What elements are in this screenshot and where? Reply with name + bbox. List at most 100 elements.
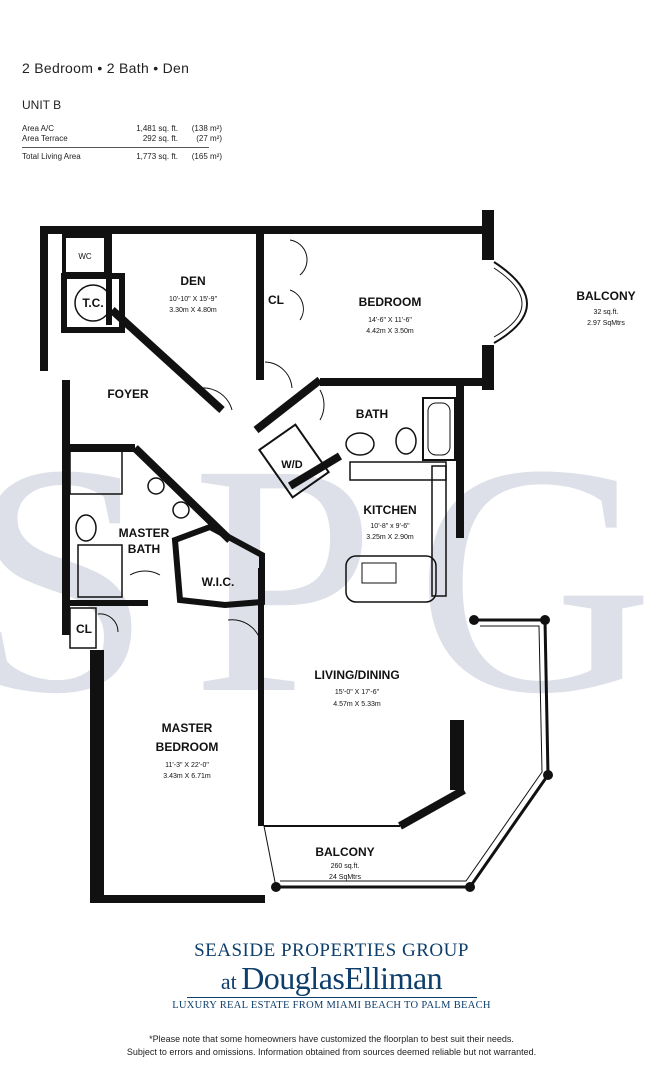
brand-tagline: LUXURY REAL ESTATE FROM MIAMI BEACH TO P… [172, 1000, 491, 1011]
area-sqft: 1,481 sq. ft. [136, 124, 178, 133]
label-master-closet: CL [76, 622, 92, 636]
small-rooms [61, 234, 456, 649]
bay-inner [493, 267, 523, 338]
kitchen-dim-imperial: 10'-8" x 9'-6" [370, 523, 410, 530]
balcony-large-sqft: 260 sq.ft. [331, 863, 360, 870]
master-bedroom-dim-metric: 3.43m X 6.71m [163, 773, 211, 780]
area-divider [22, 147, 209, 148]
area-row-ac: Area A/C 1,481 sq. ft. (138 m²) [22, 124, 282, 134]
brand-company: DouglasElliman [241, 960, 443, 996]
master-bath-sink-1 [147, 477, 165, 495]
wall-den-diagonal [109, 307, 225, 413]
area-metric: (138 m²) [191, 124, 222, 133]
wall-bedroom-right-top [482, 210, 494, 260]
room-labels: WC T.C. DEN 10'-10" X 15'-9" 3.30m X 4.8… [76, 252, 636, 881]
label-master-bedroom-1: MASTER [162, 721, 213, 735]
walls [40, 210, 494, 903]
area-row-total: Total Living Area 1,773 sq. ft. (165 m²) [22, 152, 282, 162]
label-master-bath-2: BATH [128, 542, 160, 556]
unit-label: UNIT B [22, 98, 62, 112]
balcony-posts [271, 615, 553, 892]
door-swings [97, 239, 325, 651]
living-dim-metric: 4.57m X 5.33m [333, 701, 381, 708]
master-bath-shower [77, 544, 123, 598]
balcony-left-edge [263, 825, 277, 888]
wall-bottom [90, 895, 265, 903]
small-balcony [493, 261, 528, 344]
wall-bedroom-bottom [320, 378, 488, 386]
unit-title: 2 Bedroom • 2 Bath • Den [22, 60, 190, 76]
wall-living-right [450, 720, 464, 790]
door-den [199, 387, 233, 411]
label-foyer: FOYER [107, 387, 149, 401]
door-bedroom-closet [289, 239, 308, 321]
disclaimer: *Please note that some homeowners have c… [0, 1033, 663, 1059]
bath-tub [422, 397, 456, 461]
wall-den-bedroom [256, 230, 264, 380]
area-metric: (165 m²) [191, 152, 222, 161]
balcony-large-sqm: 24 SqMtrs [329, 874, 361, 881]
bedroom-dim-metric: 4.42m X 3.50m [366, 328, 414, 335]
door-bedroom [264, 361, 293, 389]
label-den: DEN [180, 274, 205, 288]
wall-left-upper [40, 226, 48, 371]
area-sqft: 1,773 sq. ft. [136, 152, 178, 161]
kitchen-sink [361, 562, 397, 584]
unit-header: 2 Bedroom • 2 Bath • Den UNIT B Area A/C… [22, 60, 282, 162]
brand-at: at [220, 969, 237, 994]
wall-kitchen-diagonal [287, 452, 343, 490]
master-closet [69, 607, 97, 649]
post [271, 882, 281, 892]
disclaimer-line-2: Subject to errors and omissions. Informa… [126, 1047, 537, 1057]
bath-toilet [395, 427, 417, 455]
label-tc: T.C. [82, 296, 103, 310]
label-bath: BATH [356, 407, 388, 421]
bay-outer [493, 261, 528, 344]
tc-circle [74, 284, 112, 322]
floor-plan: WC T.C. DEN 10'-10" X 15'-9" 3.30m X 4.8… [40, 210, 636, 903]
master-bedroom-dim-imperial: 11'-3" X 22'-0" [165, 762, 209, 769]
bedroom-dim-imperial: 14'-6" X 11'-6" [368, 317, 412, 324]
balcony-small-sqft: 32 sq.ft. [594, 309, 619, 316]
label-living: LIVING/DINING [314, 668, 399, 682]
master-bath-toilet [75, 514, 97, 542]
wall-left-middle [62, 380, 70, 635]
tc-box [61, 273, 125, 333]
label-master-bath-1: MASTER [119, 526, 170, 540]
master-bath-tub [69, 449, 123, 495]
living-dim-imperial: 15'-0" X 17'-6" [335, 689, 380, 696]
den-dim-imperial: 10'-10" X 15'-9" [169, 296, 218, 303]
brand-company-line: at DouglasElliman [0, 960, 663, 997]
label-wc: WC [78, 252, 92, 261]
label-wic: W.I.C. [202, 575, 235, 589]
label-bedroom-closet: CL [268, 293, 284, 307]
area-label: Total Living Area [22, 152, 81, 161]
wall-bath-diagonal [253, 376, 323, 434]
wall-bath-right [456, 378, 464, 538]
disclaimer-line-1: *Please note that some homeowners have c… [149, 1034, 514, 1044]
den-dim-metric: 3.30m X 4.80m [169, 307, 217, 314]
label-wd: W/D [281, 459, 302, 471]
master-bath-sink-2 [172, 501, 190, 519]
wd-box [257, 423, 331, 499]
balcony-small-sqm: 2.97 SqMtrs [587, 320, 625, 327]
area-label: Area A/C [22, 124, 55, 133]
door-master-bath [129, 570, 161, 576]
door-master-bedroom [227, 619, 263, 651]
label-balcony-large: BALCONY [315, 845, 374, 859]
bath-tub-inner [427, 402, 451, 456]
wall-left-lower [90, 650, 104, 903]
area-sqft: 292 sq. ft. [142, 134, 178, 143]
wic-outline [171, 523, 265, 609]
wall-master-bath-diagonal [132, 445, 233, 543]
bath-sink [345, 432, 375, 456]
post [465, 882, 475, 892]
label-master-bedroom-2: BEDROOM [156, 740, 219, 754]
wall-master-bath-bottom [62, 600, 148, 606]
area-metric: (27 m²) [196, 134, 222, 143]
wall-living-angle [398, 786, 466, 830]
brand-divider [186, 997, 477, 998]
diagonal-walls [70, 307, 466, 830]
door-master-closet [97, 613, 119, 633]
post [540, 615, 550, 625]
